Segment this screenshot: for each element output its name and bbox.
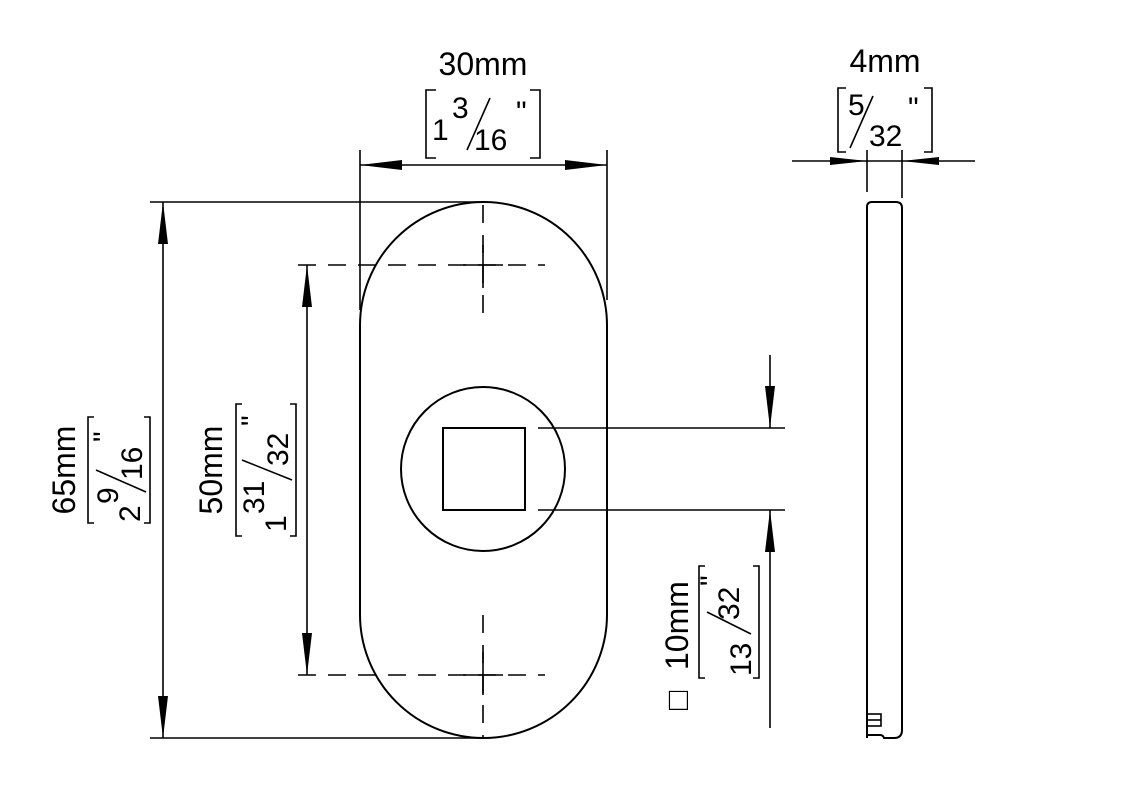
width-inch-unit: " [516, 96, 527, 129]
thickness-inch-den: 32 [869, 120, 902, 153]
square-spindle-hole [442, 427, 526, 511]
hole-spacing-inch-den: 32 [262, 433, 295, 466]
height-metric-label: 65mm [46, 426, 82, 515]
square-inch-unit: " [695, 575, 728, 586]
width-inch-den: 16 [474, 124, 507, 157]
square-symbol: □ [659, 690, 695, 710]
square-metric-label: 10mm [659, 581, 695, 670]
hole-spacing-dimension: 50mm 1 31 32 " [193, 265, 312, 675]
thickness-metric-label: 4mm [849, 43, 920, 79]
hole-spacing-inch-num: 31 [238, 481, 271, 514]
spindle-rose-circle [400, 386, 566, 552]
hole-spacing-inch-whole: 1 [260, 515, 293, 532]
hole-spacing-metric-label: 50mm [193, 426, 229, 515]
square-inch-num: 13 [725, 643, 758, 676]
square-dimension: □ 10mm 13 32 " [538, 355, 785, 728]
width-dimension: 30mm 1 3 16 " [359, 46, 608, 310]
width-inch-num: 3 [452, 92, 469, 125]
hole-spacing-inch-unit: " [236, 415, 269, 426]
height-dimension: 65mm 2 9 16 " [46, 201, 483, 739]
height-inch-num: 9 [92, 487, 125, 504]
plate-outline [359, 201, 608, 739]
thickness-inch-num: 5 [848, 89, 865, 122]
width-inch-whole: 1 [432, 114, 449, 147]
side-view-plate [866, 201, 903, 739]
height-inch-unit: " [88, 431, 121, 442]
height-inch-whole: 2 [114, 505, 147, 522]
square-inch-den: 32 [713, 587, 746, 620]
thickness-dimension: 4mm 5 32 " [792, 43, 975, 198]
height-inch-den: 16 [116, 447, 149, 480]
width-metric-label: 30mm [439, 46, 528, 82]
thickness-inch-unit: " [908, 92, 919, 125]
